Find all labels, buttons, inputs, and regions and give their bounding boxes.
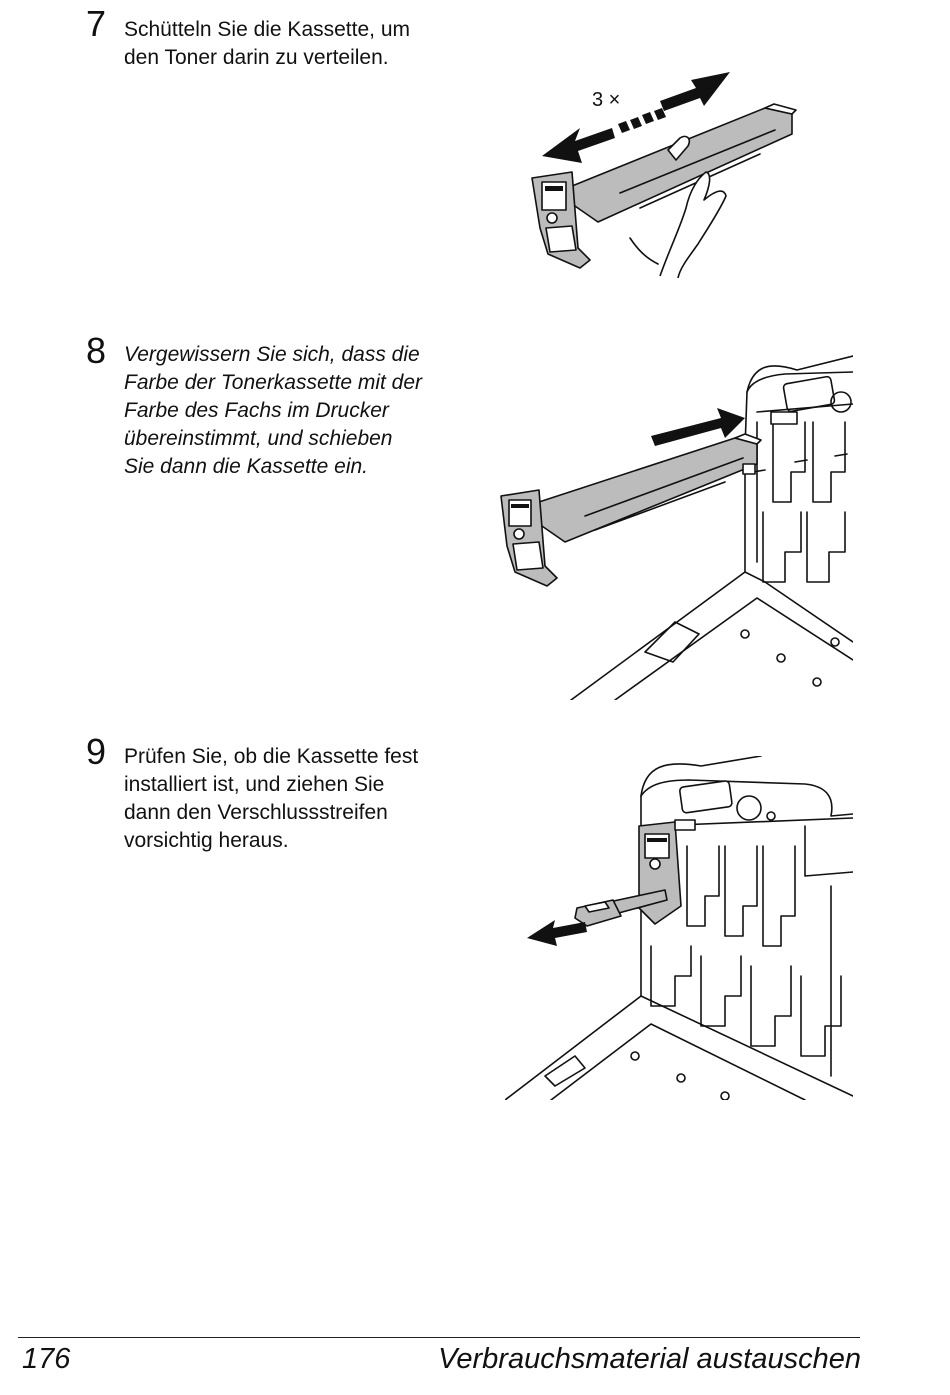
instruction-line: dann den Verschlussstreifen [124,801,388,824]
footer-divider [18,1337,860,1338]
instruction-line: den Toner darin zu verteilen. [124,46,389,69]
chapter-title: Verbrauchsmaterial austauschen [438,1343,861,1375]
instruction-line: Schütteln Sie die Kassette, um [124,18,410,41]
repeat-count-label: 3 × [592,89,620,111]
step-instruction: Vergewissern Sie sich, dass die Farbe de… [124,341,464,481]
step-instruction: Prüfen Sie, ob die Kassette fest install… [124,743,464,855]
insert-cartridge-illustration [495,352,853,700]
step-number: 8 [86,330,107,371]
instruction-line: Prüfen Sie, ob die Kassette fest [124,745,419,768]
shake-cartridge-illustration: 3 × [520,68,820,278]
instruction-line: Vergewissern Sie sich, dass die [124,343,420,366]
step-number: 9 [86,731,107,772]
instruction-line: übereinstimmt, und schieben [124,427,393,450]
instruction-line: Farbe des Fachs im Drucker [124,399,389,422]
page-number: 176 [22,1343,71,1375]
instruction-line: Farbe der Tonerkassette mit der [124,371,423,394]
step-instruction: Schütteln Sie die Kassette, um den Toner… [124,16,464,72]
remove-seal-strip-illustration [505,756,853,1100]
instruction-line: vorsichtig heraus. [124,829,289,852]
instruction-line: Sie dann die Kassette ein. [124,455,369,478]
step-number: 7 [86,3,107,44]
instruction-line: installiert ist, und ziehen Sie [124,773,385,796]
